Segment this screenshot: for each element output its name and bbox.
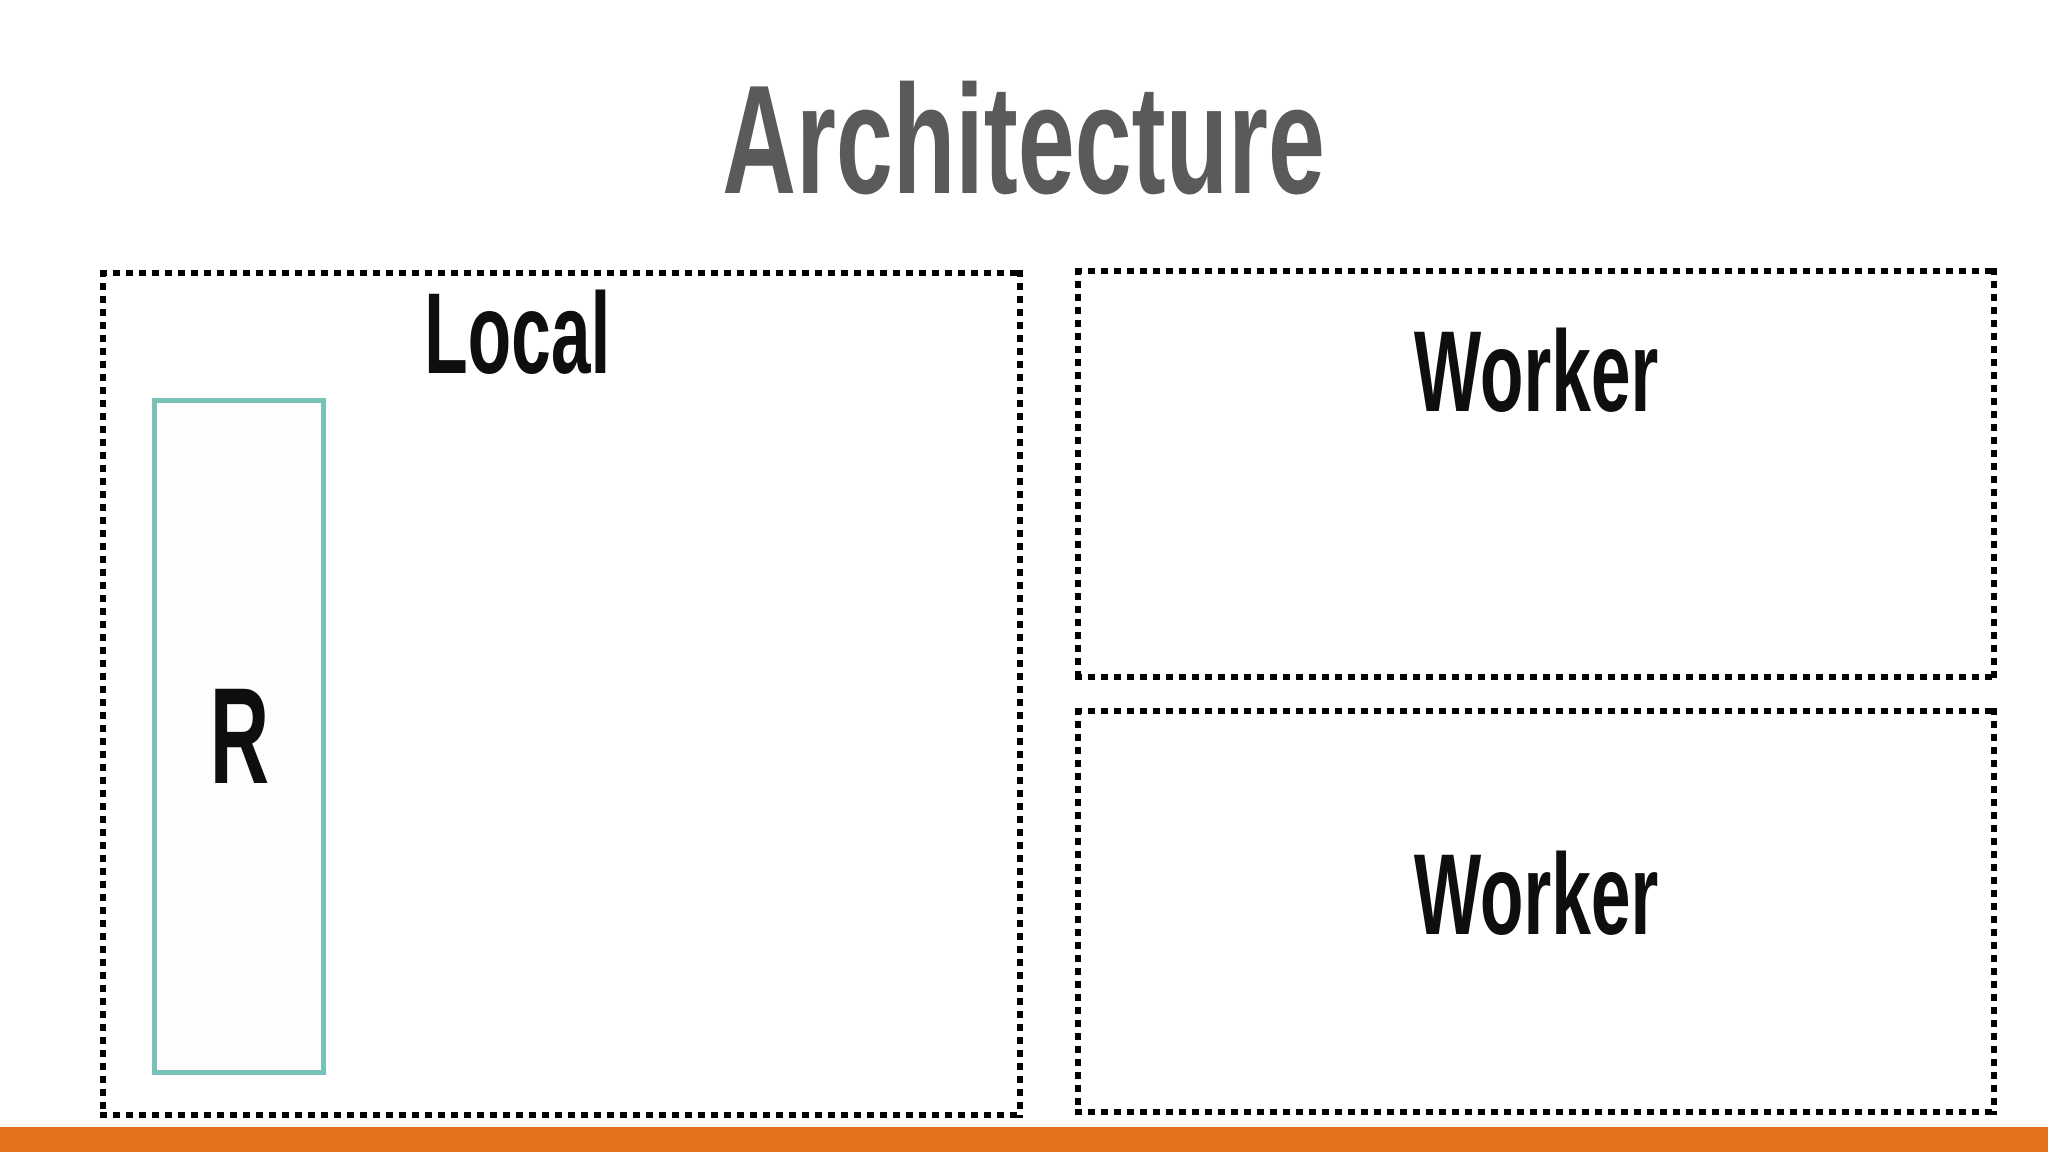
r-node: R: [152, 398, 326, 1075]
slide-title: Architecture: [0, 62, 2048, 217]
worker-box-bottom: Worker: [1075, 708, 1997, 1115]
worker-box-top: Worker: [1075, 268, 1997, 680]
accent-bar: [0, 1127, 2048, 1152]
worker-box-top-label: Worker: [1413, 308, 1659, 436]
worker-box-bottom-label: Worker: [1413, 831, 1659, 959]
local-box-label: Local: [424, 270, 611, 398]
r-node-label: R: [209, 660, 269, 813]
slide-title-text: Architecture: [722, 53, 1326, 226]
